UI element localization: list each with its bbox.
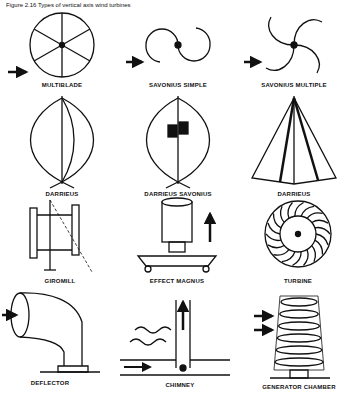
- turbine-type-label: EFFECT MAGNUS: [150, 278, 204, 284]
- savonius-multiple-rotor: [244, 17, 322, 73]
- pyramid-darrieus-rotor: [252, 96, 336, 184]
- deflector-duct: [2, 293, 100, 372]
- turbine-blade: [315, 240, 323, 254]
- turbine-type-label: MULTIBLADE: [42, 82, 83, 88]
- turbine-blade: [273, 213, 281, 227]
- turbine-blade: [316, 234, 328, 245]
- multiblade-rotor: [8, 13, 94, 77]
- turbine-type-label: CHIMNEY: [165, 382, 194, 388]
- vortex-coil: [277, 334, 320, 342]
- turbine-blade: [281, 206, 285, 222]
- turbine-type-label: SAVONIUS MULTIPLE: [261, 82, 327, 88]
- turbine-blade: [266, 234, 281, 241]
- vortex-coil: [275, 358, 323, 366]
- chimney-tower: [120, 300, 230, 375]
- turbine-type-label: DEFLECTOR: [31, 380, 69, 386]
- turbine-blade: [312, 246, 316, 262]
- turbine-blade: [304, 250, 309, 266]
- figure-title: Figure 2.16 Types of vertical axis wind …: [6, 2, 131, 8]
- turbine-type-label: GENERATOR CHAMBER: [262, 384, 336, 390]
- cross-flow-turbine: [265, 201, 331, 267]
- darrieus-rotor: [31, 96, 94, 188]
- turbine-type-label: TURBINE: [284, 278, 312, 284]
- turbine-blade: [273, 250, 289, 255]
- turbine-blade: [312, 220, 328, 223]
- vortex-coil: [281, 298, 317, 306]
- giromill-rotor: [30, 200, 92, 272]
- turbine-type-label: SAVONIUS SIMPLE: [149, 82, 207, 88]
- turbine-type-label: DARRIEUS SAVONIUS: [144, 191, 211, 197]
- vortex-coil: [276, 346, 322, 354]
- turbine-blade: [268, 223, 280, 234]
- turbine-blade: [268, 245, 284, 248]
- turbine-blade: [315, 228, 330, 235]
- vortex-coil: [280, 310, 318, 318]
- savonius-rotor: [126, 28, 210, 62]
- turbine-type-label: DARRIEUS: [46, 191, 79, 197]
- darrieus-savonius-rotor: [147, 96, 210, 188]
- turbine-type-label: GIROMILL: [45, 278, 76, 284]
- turbine-type-label: DARRIEUS: [278, 191, 311, 197]
- turbine-blade: [288, 202, 293, 218]
- vortex-tower: [254, 296, 330, 378]
- turbine-blade: [307, 213, 323, 218]
- vortex-coil: [279, 322, 320, 330]
- magnus-cylinder-cart: [138, 198, 216, 272]
